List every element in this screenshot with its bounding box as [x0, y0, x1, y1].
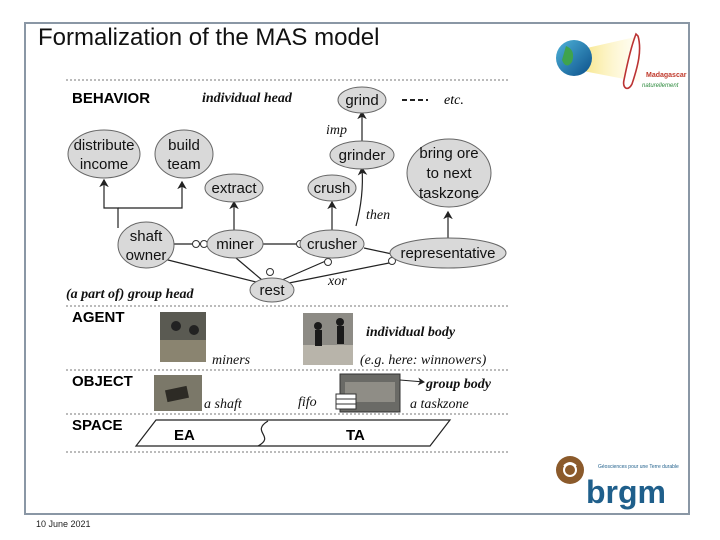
label-taskzone: a taskzone: [410, 397, 469, 412]
edge-crush-grinder: [355, 166, 368, 227]
node-distribute-line1: distribute: [74, 137, 135, 154]
node-shaftowner-line1: shaft: [130, 228, 163, 245]
label-group-head: (a part of) group head: [66, 287, 195, 302]
node-rest: rest: [259, 282, 285, 299]
node-crush: crush: [314, 180, 351, 197]
node-crush-shape: [307, 174, 357, 202]
node-crusher-shape: [299, 229, 365, 259]
label-xor: xor: [327, 274, 347, 289]
label-group-body: group body: [425, 377, 492, 392]
label-ta: TA: [346, 427, 365, 444]
photo-shaft: [154, 375, 202, 411]
node-miner: miner: [216, 236, 254, 253]
node-representative: representative: [400, 245, 495, 262]
node-grinder-shape: [329, 140, 395, 170]
label-imp: imp: [326, 123, 347, 138]
node-shaftowner-line2: owner: [126, 247, 167, 264]
node-grinder: grinder: [339, 147, 386, 164]
node-grind: grind: [345, 92, 378, 109]
edge-shaft-distribute: [99, 178, 119, 228]
node-bringore-line1: bring ore: [419, 145, 478, 162]
label-ea: EA: [174, 427, 195, 444]
layer-agent: AGENT: [72, 309, 125, 326]
brgm-logo-name: brgm: [586, 474, 666, 510]
label-shaft: a shaft: [204, 397, 243, 412]
node-bringore-line2: to next: [426, 165, 472, 182]
brgm-logo: brgm Géosciences pour une Terre durable: [556, 456, 679, 510]
label-individual-head: individual head: [202, 91, 293, 106]
label-miners: miners: [212, 353, 251, 368]
layer-space: SPACE: [72, 417, 123, 434]
space-plane: [134, 419, 452, 447]
photo-miners: [160, 312, 206, 362]
edge-rep-rest: [283, 261, 395, 285]
slide-date: 10 June 2021: [36, 519, 91, 529]
label-winnowers: (e.g. here: winnowers): [360, 353, 487, 368]
edge-shaft-build: [118, 180, 187, 209]
slide-title: Formalization of the MAS model: [38, 24, 380, 51]
label-fifo: fifo: [298, 395, 317, 410]
layer-separators: [66, 79, 510, 453]
node-crusher: crusher: [307, 236, 357, 253]
node-shapes: [67, 86, 507, 303]
node-bringore-shape: [406, 138, 492, 208]
edge-miner-rest: [235, 257, 263, 281]
node-representative-shape: [389, 237, 507, 269]
layer-object: OBJECT: [72, 373, 133, 390]
node-build-shape: [154, 129, 214, 179]
layer-behavior: BEHAVIOR: [72, 90, 150, 107]
node-grind-shape: [337, 86, 387, 114]
node-etc: etc.: [444, 93, 464, 108]
node-build-line2: team: [167, 156, 200, 173]
madagascar-logo-line2: naturellement: [642, 83, 679, 89]
edge-crusher-rest: [281, 259, 329, 281]
node-build-line1: build: [168, 137, 200, 154]
node-shaftowner-shape: [117, 221, 175, 269]
slide-frame: [24, 22, 690, 515]
label-individual-body: individual body: [366, 325, 456, 340]
node-extract: extract: [211, 180, 257, 197]
node-extract-shape: [204, 173, 264, 203]
brgm-logo-tagline: Géosciences pour une Terre durable: [598, 464, 679, 470]
node-bringore-line3: taskzone: [419, 185, 479, 202]
madagascar-logo-line1: Madagascar: [646, 72, 687, 79]
node-distribute-shape: [67, 129, 141, 179]
edge-crusher-rep: [363, 247, 393, 255]
photo-winnowers: [303, 313, 353, 365]
edge-shaft-rest: [159, 257, 261, 284]
madagascar-logo: Madagascar naturellement: [556, 32, 687, 90]
node-miner-shape: [206, 229, 264, 259]
node-rest-shape: [249, 277, 295, 303]
node-distribute-line2: income: [80, 156, 128, 173]
photo-taskzone: [335, 373, 425, 413]
label-then: then: [366, 208, 390, 223]
